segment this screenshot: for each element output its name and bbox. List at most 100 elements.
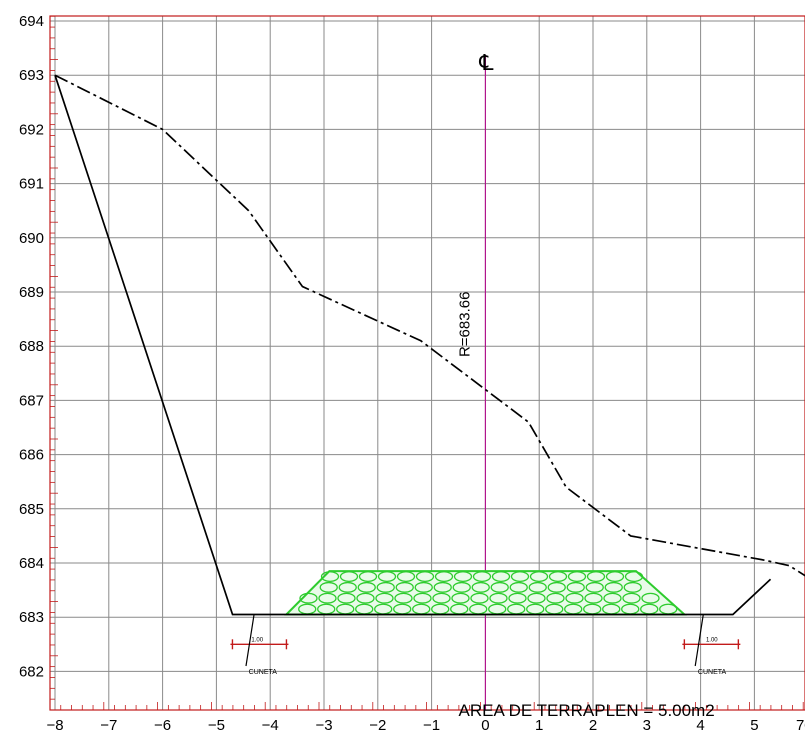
y-tick-label: 684 (19, 555, 44, 572)
cuneta-label-right: CUNETA (698, 669, 727, 676)
fill-stone (565, 592, 584, 604)
fill-stone (527, 592, 546, 604)
y-tick-label: 687 (19, 392, 44, 409)
profile-lines (54, 74, 805, 616)
y-tick-label: 692 (19, 121, 44, 138)
fill-stone (414, 581, 433, 593)
centerline-label: ℄ (478, 50, 494, 75)
cuneta-leader-left (245, 614, 255, 667)
y-tick-label: 691 (19, 176, 44, 193)
fill-stone (472, 571, 492, 583)
fill-stone (585, 581, 604, 593)
fill-stone (337, 592, 356, 604)
x-tick-label: 5 (750, 717, 758, 734)
fill-stone (453, 571, 473, 583)
y-tick-label: 693 (19, 67, 44, 84)
x-tick-label: −6 (154, 717, 171, 734)
fill-stone (358, 571, 378, 583)
fill-stone (603, 592, 622, 604)
y-tick-label: 685 (19, 501, 44, 518)
embankment-fill (283, 570, 688, 616)
slope-label-left: 1.00 (251, 638, 263, 644)
fill-stone (413, 592, 432, 604)
ruler-ticks (49, 15, 804, 711)
fill-stone (415, 571, 435, 583)
fill-stone (377, 571, 397, 583)
fill-stone (584, 592, 603, 604)
annotations: ℄ R=683.66 AREA DE TERRAPLEN = 5.00m2 1.… (230, 50, 741, 720)
fill-stone (548, 571, 568, 583)
fill-stone (376, 581, 395, 593)
x-tick-label: −4 (262, 717, 279, 734)
fill-stone (318, 592, 337, 604)
grid (50, 16, 805, 710)
fill-stone (547, 581, 566, 593)
y-tick-label: 694 (19, 13, 44, 30)
fill-stone (508, 592, 527, 604)
fill-stone (623, 581, 642, 593)
tick-labels: 682 683 684 685 686 687 688 689 690 691 692 693 694 −… (19, 13, 805, 734)
fill-stone (396, 571, 416, 583)
fill-stone (586, 571, 606, 583)
area-label: AREA DE TERRAPLEN = 5.00m2 (459, 701, 715, 720)
fill-stone (470, 592, 489, 604)
fill-stone (509, 581, 528, 593)
fill-stone (299, 592, 318, 604)
fill-stone (451, 592, 470, 604)
fill-stone (433, 581, 452, 593)
y-tick-label: 682 (19, 663, 44, 680)
fill-stone (567, 571, 587, 583)
cuneta-leader-right (694, 614, 704, 667)
fill-stone (394, 592, 413, 604)
fill-stone (546, 592, 565, 604)
fill-stone (356, 592, 375, 604)
cuneta-label-left: CUNETA (249, 669, 278, 676)
x-tick-label: −8 (46, 717, 63, 734)
y-tick-label: 690 (19, 230, 44, 247)
fill-stone (529, 571, 549, 583)
fill-stone (489, 592, 508, 604)
fill-stone (566, 581, 585, 593)
fill-stone (491, 571, 511, 583)
plot-frame (49, 15, 805, 711)
x-tick-label: −3 (315, 717, 332, 734)
x-tick-label: −7 (100, 717, 117, 734)
fill-stone (605, 571, 625, 583)
x-tick-label-partial: 7 (796, 717, 804, 734)
fill-stone (622, 592, 641, 604)
fill-stone (432, 592, 451, 604)
fill-stone (395, 581, 414, 593)
fill-stone (357, 581, 376, 593)
fill-stone (375, 592, 394, 604)
x-tick-label: 3 (643, 717, 651, 734)
x-tick-label: 2 (589, 717, 597, 734)
x-tick-label: −1 (423, 717, 440, 734)
x-tick-label: 4 (696, 717, 704, 734)
fill-stone (471, 581, 490, 593)
fill-stone (510, 571, 530, 583)
fill-stone (452, 581, 471, 593)
fill-stone (339, 571, 359, 583)
fill-stone (319, 581, 338, 593)
x-tick-label: −5 (208, 717, 225, 734)
x-tick-label: 0 (481, 717, 489, 734)
fill-stone (604, 581, 623, 593)
rasante-label: R=683.66 (456, 292, 473, 357)
fill-stone (320, 571, 340, 583)
y-tick-label: 689 (19, 284, 44, 301)
fill-stone (641, 592, 660, 604)
fill-stone (528, 581, 547, 593)
fill-stone (490, 581, 509, 593)
ground-profile-line (54, 74, 805, 577)
fill-stone (338, 581, 357, 593)
y-tick-label: 686 (19, 447, 44, 464)
cut-section-line (54, 74, 772, 616)
slope-label-right: 1.00 (706, 638, 718, 644)
fill-stone (434, 571, 454, 583)
fill-stone (624, 571, 644, 583)
y-tick-label: 683 (19, 609, 44, 626)
x-tick-label: −2 (369, 717, 386, 734)
y-tick-label: 688 (19, 338, 44, 355)
